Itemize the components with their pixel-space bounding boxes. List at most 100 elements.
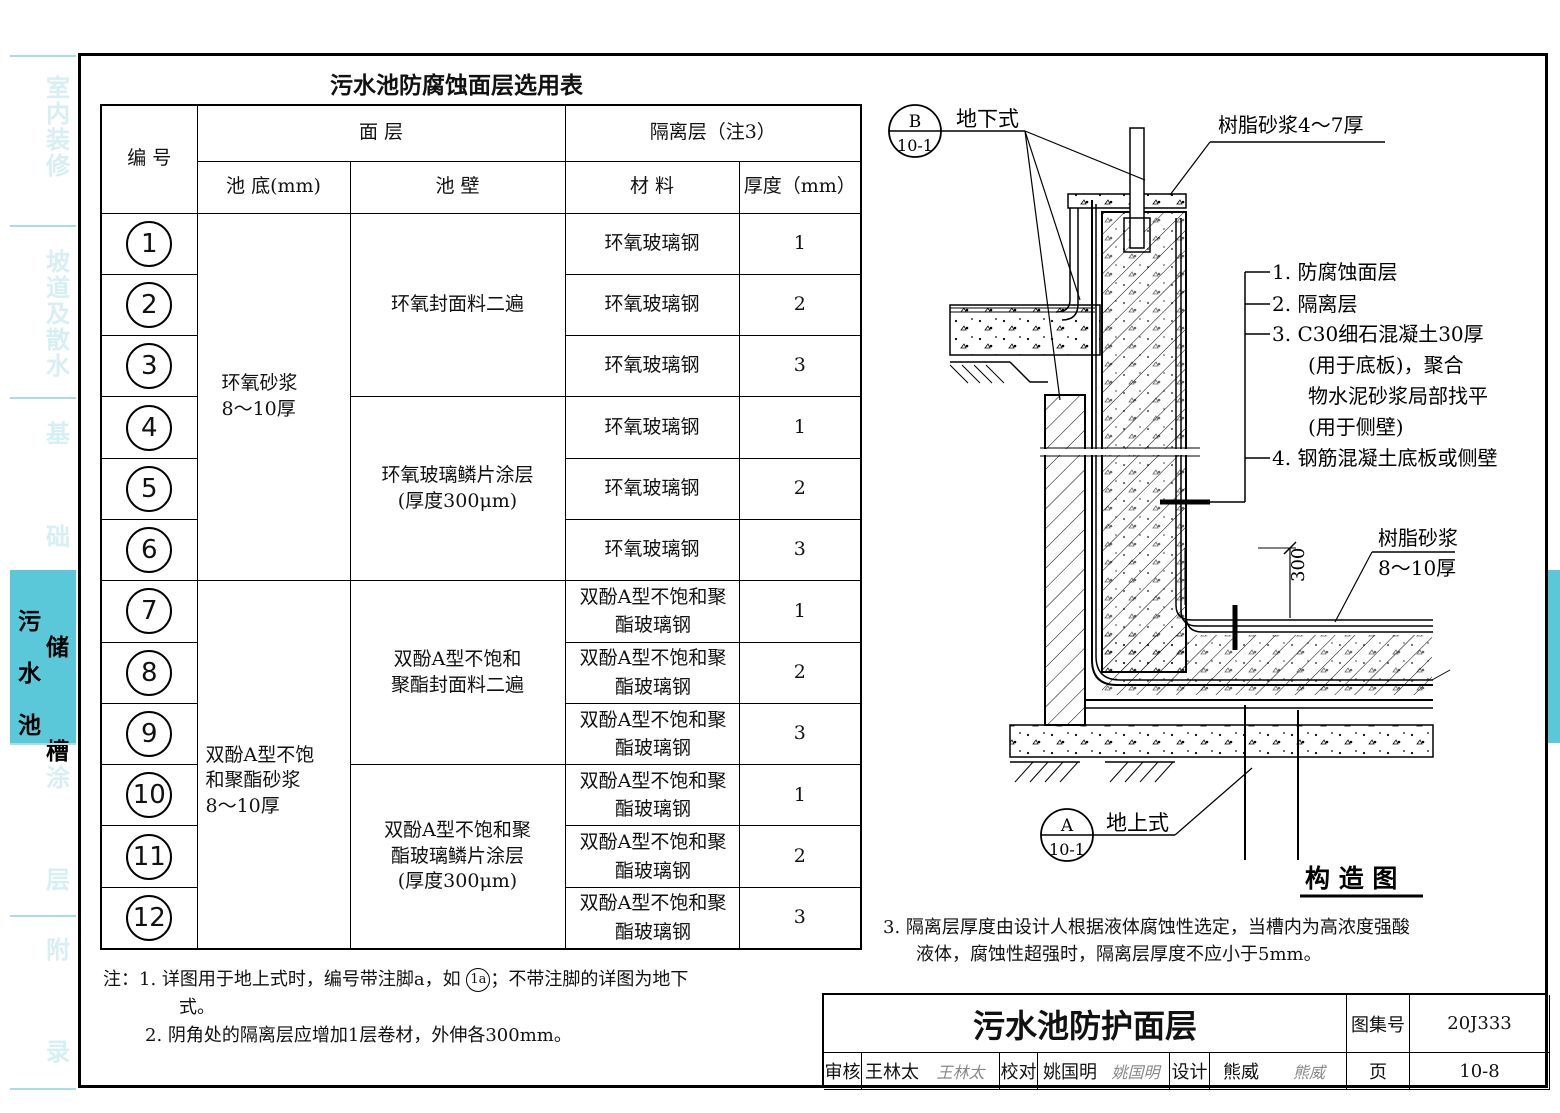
svg-text:4. 钢筋混凝土底板或侧壁: 4. 钢筋混凝土底板或侧壁 <box>1272 446 1497 470</box>
nav-section-foundation[interactable]: 基 础 <box>10 397 76 570</box>
thickness-cell: 3 <box>738 886 862 950</box>
nav-section-label: 涂 <box>46 764 70 792</box>
isolation-material-cell: 环氧玻璃钢 <box>564 457 740 520</box>
nav-section-ramp[interactable]: 坡道及散水 <box>10 225 76 397</box>
nav-active-label: 污水池 <box>18 609 41 739</box>
diagram-caption: 构 造 图 <box>1305 864 1397 893</box>
construction-diagram: 300 B 10-1 地下式 A 10-1 地上式 树脂砂浆4～7厚 树脂砂浆 … <box>888 104 1497 898</box>
resin-bottom-label-1: 树脂砂浆 <box>1378 526 1458 550</box>
row-number-cell: 4 <box>100 396 198 459</box>
outer-wall <box>1044 394 1086 726</box>
checker-signature: 姚国明 <box>1102 1053 1170 1090</box>
nav-section-label: 录 <box>46 1038 70 1066</box>
thickness-cell: 2 <box>738 273 862 337</box>
bottom-material-cell: 双酚A型不饱 和聚酯砂浆 8～10厚 <box>196 580 351 950</box>
row-number-cell: 10 <box>100 764 198 827</box>
nav-section-label: 层 <box>46 866 70 894</box>
svg-text:10-1: 10-1 <box>1049 840 1085 859</box>
row-number-badge: 5 <box>126 465 173 512</box>
isolation-material-cell: 双酚A型不饱和聚酯玻璃钢 <box>564 580 740 643</box>
designer-name: 熊威 <box>1210 1053 1272 1090</box>
atlas-number: 20J333 <box>1410 995 1550 1053</box>
nav-section-sewage-active[interactable]: 污水池 储槽 <box>10 570 76 765</box>
header-bottom: 池 底(mm) <box>196 160 351 214</box>
svg-text:A: A <box>1060 816 1074 836</box>
thickness-cell: 3 <box>738 702 862 766</box>
isolation-material-cell: 环氧玻璃钢 <box>564 212 740 275</box>
row-number-cell: 6 <box>100 518 198 582</box>
note-1: 注：1. 详图用于地上式时，编号带注脚a，如 1a；不带注脚的详图为地下 <box>103 968 689 992</box>
row-number-cell: 12 <box>100 886 198 950</box>
svg-text:地上式: 地上式 <box>1106 811 1169 835</box>
nav-section-coating[interactable]: 涂 层 <box>10 743 76 915</box>
resin-top-label: 树脂砂浆4～7厚 <box>1218 113 1363 137</box>
bottom-material-cell: 环氧砂浆 8～10厚 <box>196 212 351 582</box>
nav-section-appendix[interactable]: 附 录 <box>10 915 76 1090</box>
row-number-badge: 1 <box>126 220 173 267</box>
design-label: 设计 <box>1170 1053 1210 1090</box>
atlas-label: 图集号 <box>1347 995 1410 1053</box>
header-material: 材 料 <box>564 160 740 214</box>
isolation-material-cell: 双酚A型不饱和聚酯玻璃钢 <box>564 825 740 888</box>
row-number-badge: 7 <box>126 588 173 635</box>
nav-section-label: 础 <box>46 523 70 551</box>
svg-text:10-1: 10-1 <box>897 136 933 155</box>
page-number: 10-8 <box>1410 1053 1550 1090</box>
row-number-cell: 3 <box>100 335 198 398</box>
row-number-badge: 4 <box>126 404 173 451</box>
row-number-cell: 2 <box>100 273 198 337</box>
isolation-material-cell: 双酚A型不饱和聚酯玻璃钢 <box>564 641 740 704</box>
wall-top-cap <box>1067 193 1187 209</box>
row-number-cell: 5 <box>100 457 198 520</box>
right-nav-rail <box>1548 55 1560 1090</box>
isolation-material-cell: 双酚A型不饱和聚酯玻璃钢 <box>564 764 740 827</box>
thickness-cell: 1 <box>738 396 862 459</box>
thickness-cell: 2 <box>738 457 862 520</box>
svg-text:3. C30细石混凝土30厚: 3. C30细石混凝土30厚 <box>1272 322 1484 346</box>
review-label: 审核 <box>824 1053 862 1090</box>
legend: 1. 防腐蚀面层 2. 隔离层 3. C30细石混凝土30厚 (用于底板)，聚合… <box>1272 260 1497 470</box>
isolation-material-cell: 双酚A型不饱和聚酯玻璃钢 <box>564 702 740 766</box>
row-number-badge: 8 <box>126 649 173 696</box>
wall-material-cell: 环氧封面料二遍 <box>349 212 566 398</box>
nav-section-label: 基 <box>46 420 70 448</box>
dim-300: 300 <box>1288 548 1309 582</box>
svg-text:(用于底板)，聚合: (用于底板)，聚合 <box>1308 353 1464 377</box>
row-number-cell: 8 <box>100 641 198 704</box>
row-number-badge: 3 <box>126 343 173 390</box>
row-number-badge: 6 <box>126 527 173 574</box>
nav-section-interior[interactable]: 室内装修 <box>10 55 76 225</box>
thickness-cell: 1 <box>738 212 862 275</box>
notes: 注：1. 详图用于地上式时，编号带注脚a，如 1a；不带注脚的详图为地下 式。 … <box>103 966 823 1050</box>
svg-text:B: B <box>909 112 922 132</box>
thickness-cell: 1 <box>738 580 862 643</box>
table-title: 污水池防腐蚀面层选用表 <box>330 73 583 99</box>
thickness-cell: 3 <box>738 335 862 398</box>
badge-1a: 1a <box>466 968 491 992</box>
thickness-cell: 3 <box>738 518 862 582</box>
nav-section-label: 室内装修 <box>46 74 70 180</box>
right-nav-active <box>1548 570 1560 743</box>
title-block: 污水池防护面层 图集号 20J333 审核 王林太 王林太 校对 姚国明 姚国明… <box>822 993 1550 1090</box>
nav-section-label: 坡道及散水 <box>46 248 70 380</box>
isolation-material-cell: 环氧玻璃钢 <box>564 273 740 337</box>
svg-text:2. 隔离层: 2. 隔离层 <box>1272 292 1357 316</box>
marker-a: A 10-1 地上式 <box>1040 767 1253 862</box>
reviewer-name: 王林太 <box>862 1053 922 1090</box>
note-1-cont: 式。 <box>179 997 215 1018</box>
isolation-material-cell: 环氧玻璃钢 <box>564 335 740 398</box>
selection-table: 编 号 面 层 隔离层（注3） 池 底(mm) 池 壁 材 料 厚度（mm） 1… <box>100 104 863 950</box>
drawing-title: 污水池防护面层 <box>972 1006 1197 1045</box>
base-layer <box>1009 724 1434 758</box>
row-number-badge: 11 <box>126 833 173 880</box>
row-number-cell: 9 <box>100 702 198 766</box>
